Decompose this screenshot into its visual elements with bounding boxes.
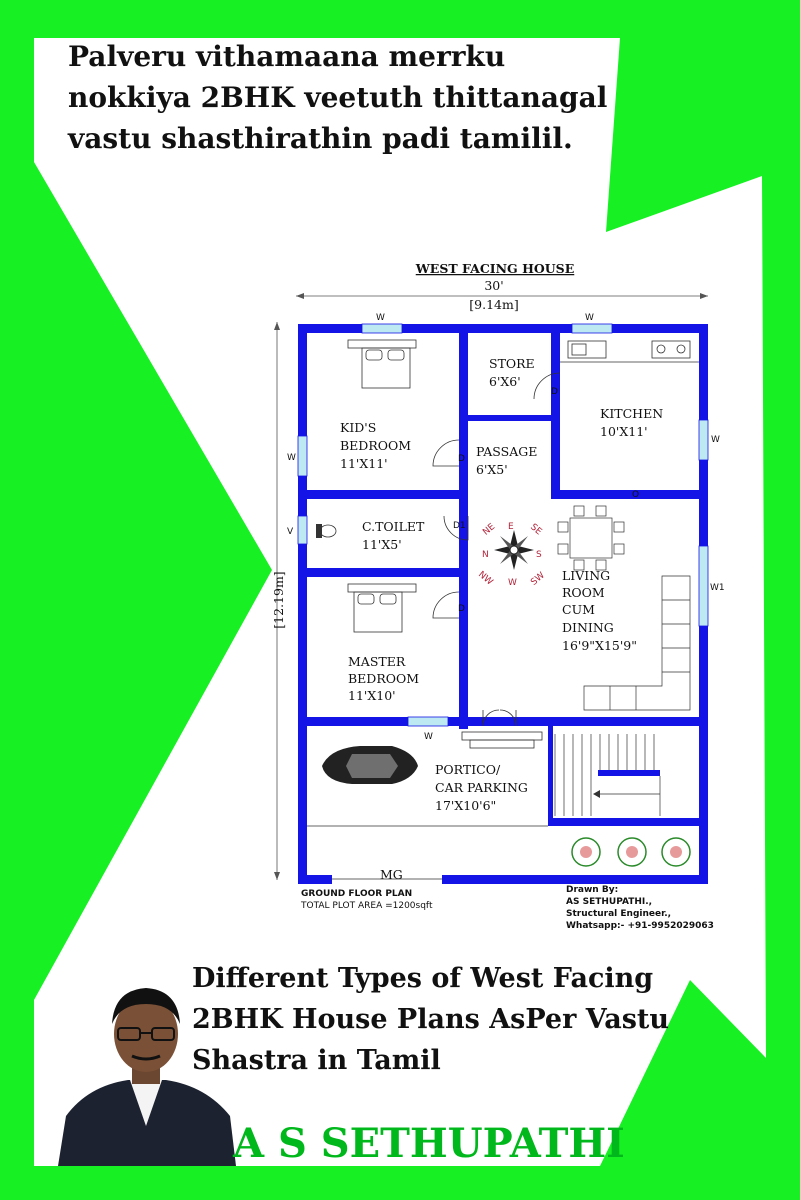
svg-text:MG: MG bbox=[380, 867, 403, 882]
svg-text:NW: NW bbox=[476, 570, 494, 588]
svg-text:11'X10': 11'X10' bbox=[348, 688, 396, 703]
living-label: LIVING bbox=[562, 568, 610, 583]
svg-text:Whatsapp:- +91-9952029063: Whatsapp:- +91-9952029063 bbox=[566, 921, 714, 931]
kids-bedroom-label: KID'S bbox=[340, 420, 376, 435]
top-title: Palveru vithamaana merrku nokkiya 2BHK v… bbox=[68, 40, 608, 155]
svg-text:10'X11': 10'X11' bbox=[600, 424, 648, 439]
svg-text:W: W bbox=[287, 453, 296, 463]
svg-text:BEDROOM: BEDROOM bbox=[348, 671, 419, 686]
width-ft: 30' bbox=[484, 278, 503, 293]
svg-text:W1: W1 bbox=[710, 583, 725, 593]
svg-text:DINING: DINING bbox=[562, 620, 614, 635]
doors bbox=[432, 372, 561, 727]
svg-text:E: E bbox=[508, 522, 514, 532]
svg-text:W: W bbox=[376, 313, 385, 323]
svg-text:W: W bbox=[424, 732, 433, 742]
width-m: [9.14m] bbox=[469, 297, 518, 312]
svg-text:D: D bbox=[458, 604, 465, 614]
svg-text:W: W bbox=[585, 313, 594, 323]
svg-text:6'X6': 6'X6' bbox=[489, 374, 521, 389]
svg-text:V: V bbox=[287, 527, 294, 537]
svg-text:SW: SW bbox=[529, 571, 547, 588]
svg-text:6'X5': 6'X5' bbox=[476, 462, 508, 477]
svg-text:S: S bbox=[536, 550, 542, 560]
plan-heading: WEST FACING HOUSE bbox=[415, 261, 575, 276]
svg-text:Drawn By:: Drawn By: bbox=[566, 885, 618, 895]
portico-label: PORTICO/ bbox=[435, 762, 501, 777]
windows bbox=[297, 323, 709, 727]
svg-text:BEDROOM: BEDROOM bbox=[340, 438, 411, 453]
car-icon bbox=[322, 746, 418, 784]
svg-text:D: D bbox=[551, 387, 558, 397]
svg-text:16'9"X15'9": 16'9"X15'9" bbox=[562, 638, 637, 653]
plant-icons bbox=[571, 837, 691, 867]
svg-text:D1: D1 bbox=[453, 521, 466, 531]
compass-icon bbox=[494, 530, 534, 570]
svg-text:CAR PARKING: CAR PARKING bbox=[435, 780, 528, 795]
toilet-label: C.TOILET bbox=[362, 519, 425, 534]
svg-text:Structural Engineer.,: Structural Engineer., bbox=[566, 909, 671, 919]
author-name: A S SETHUPATHI bbox=[233, 1120, 625, 1167]
author-photo bbox=[58, 988, 236, 1166]
height-m: [12.19m] bbox=[271, 571, 286, 628]
svg-text:N: N bbox=[482, 550, 489, 560]
kitchen-label: KITCHEN bbox=[600, 406, 663, 421]
svg-text:CUM: CUM bbox=[562, 602, 595, 617]
svg-text:11'X5': 11'X5' bbox=[362, 537, 402, 552]
svg-text:O: O bbox=[632, 490, 639, 500]
master-bedroom-label: MASTER bbox=[348, 654, 406, 669]
svg-text:W: W bbox=[711, 435, 720, 445]
svg-text:ROOM: ROOM bbox=[562, 585, 605, 600]
passage-label: PASSAGE bbox=[476, 444, 537, 459]
svg-text:17'X10'6": 17'X10'6" bbox=[435, 798, 496, 813]
svg-text:NE: NE bbox=[481, 522, 497, 538]
svg-text:11'X11': 11'X11' bbox=[340, 456, 388, 471]
svg-text:W: W bbox=[508, 578, 517, 588]
svg-text:TOTAL PLOT AREA =1200sqft: TOTAL PLOT AREA =1200sqft bbox=[300, 901, 433, 911]
store-label: STORE bbox=[489, 356, 535, 371]
svg-text:D: D bbox=[458, 454, 465, 464]
footer-plan-title: GROUND FLOOR PLAN bbox=[301, 889, 412, 899]
svg-text:AS SETHUPATHI.,: AS SETHUPATHI., bbox=[566, 897, 652, 907]
svg-text:SE: SE bbox=[528, 522, 543, 537]
bottom-title: Different Types of West Facing 2BHK Hous… bbox=[192, 963, 669, 1076]
